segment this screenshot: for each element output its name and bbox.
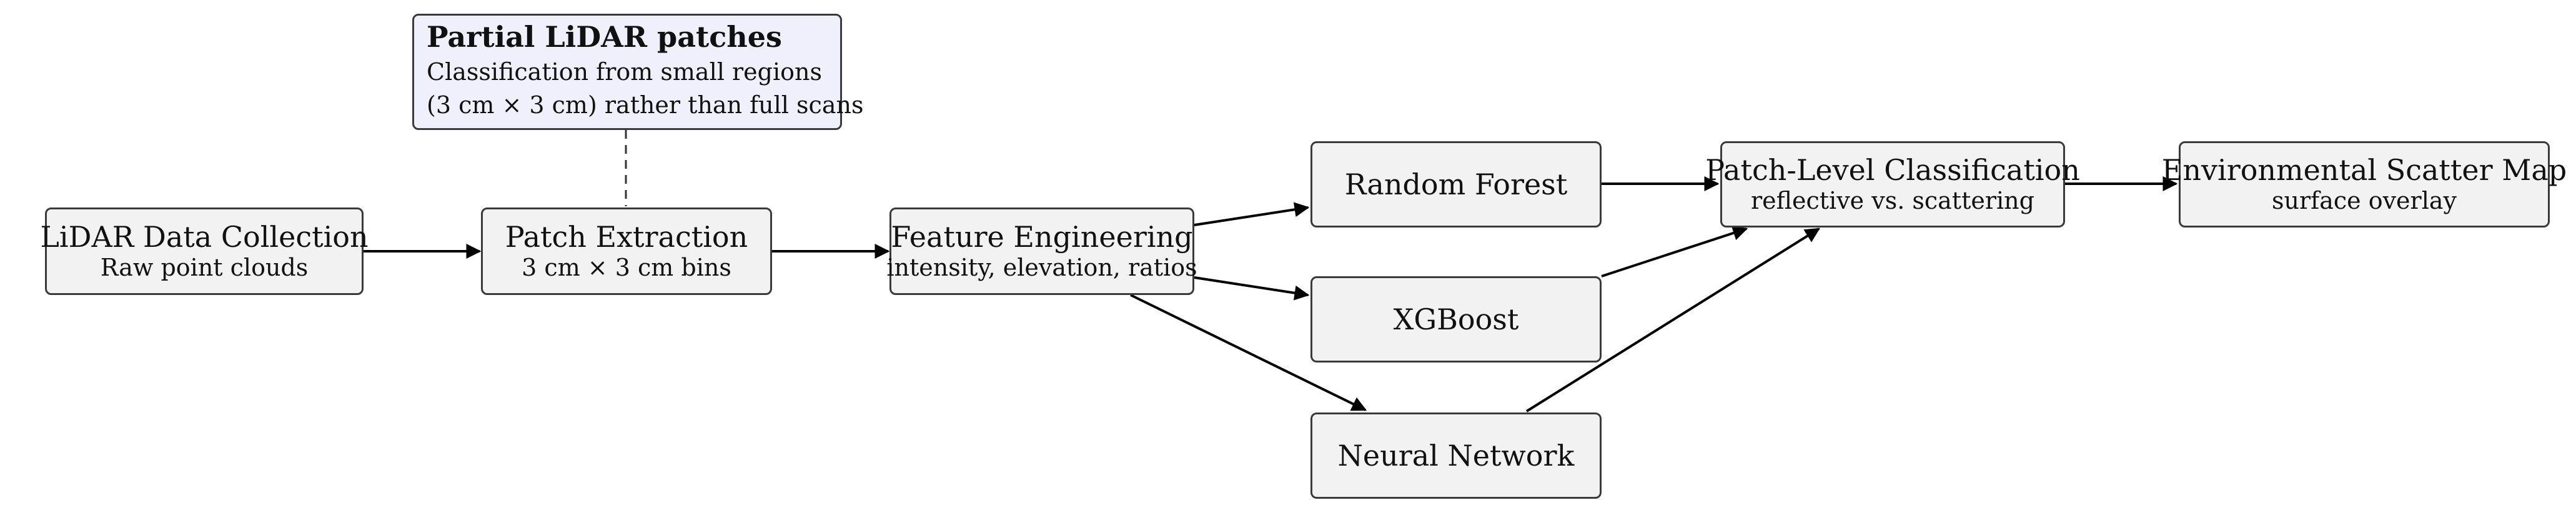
patch-extraction-node: Patch Extraction 3 cm × 3 cm bins [481,208,772,295]
partial-lidar-note: Partial LiDAR patches Classification fro… [412,14,864,130]
xgboost-node: XGBoost [1310,276,1602,362]
note-title: Partial LiDAR patches [427,20,782,54]
lidar-data-collection-title: LiDAR Data Collection [40,219,369,254]
random-forest-title: Random Forest [1344,167,1568,201]
random-forest-node: Random Forest [1310,141,1602,228]
feature-engineering-title: Feature Engineering [891,219,1193,254]
neural-network-node: Neural Network [1310,412,1602,499]
arrow-xgboost-to-classification [1601,226,1748,278]
note-line-1: Classification from small regions [427,58,822,86]
arrow-features-to-neural-network [1130,294,1367,411]
arrow-features-to-random-forest [1194,202,1310,226]
patch-extraction-title: Patch Extraction [505,219,748,254]
arrow-features-to-xgboost [1194,276,1310,301]
patch-extraction-subtitle: 3 cm × 3 cm bins [522,253,731,281]
environmental-scatter-map-subtitle: surface overlay [2272,186,2457,214]
environmental-scatter-map-title: Environmental Scatter Map [2161,152,2567,187]
feature-engineering-subtitle: intensity, elevation, ratios [886,253,1197,281]
arrow-neural-network-to-classification [1525,228,1821,412]
environmental-scatter-map-node: Environmental Scatter Map surface overla… [2162,141,2567,228]
patch-level-classification-subtitle: reflective vs. scattering [1751,186,2034,214]
lidar-data-collection-subtitle: Raw point clouds [100,253,309,281]
feature-engineering-node: Feature Engineering intensity, elevation… [886,208,1197,295]
patch-level-classification-node: Patch-Level Classification reflective vs… [1705,141,2080,228]
lidar-data-collection-node: LiDAR Data Collection Raw point clouds [40,208,369,295]
neural-network-title: Neural Network [1337,438,1575,472]
patch-level-classification-title: Patch-Level Classification [1705,152,2080,187]
note-line-2: (3 cm × 3 cm) rather than full scans [427,91,864,119]
xgboost-title: XGBoost [1393,302,1519,336]
